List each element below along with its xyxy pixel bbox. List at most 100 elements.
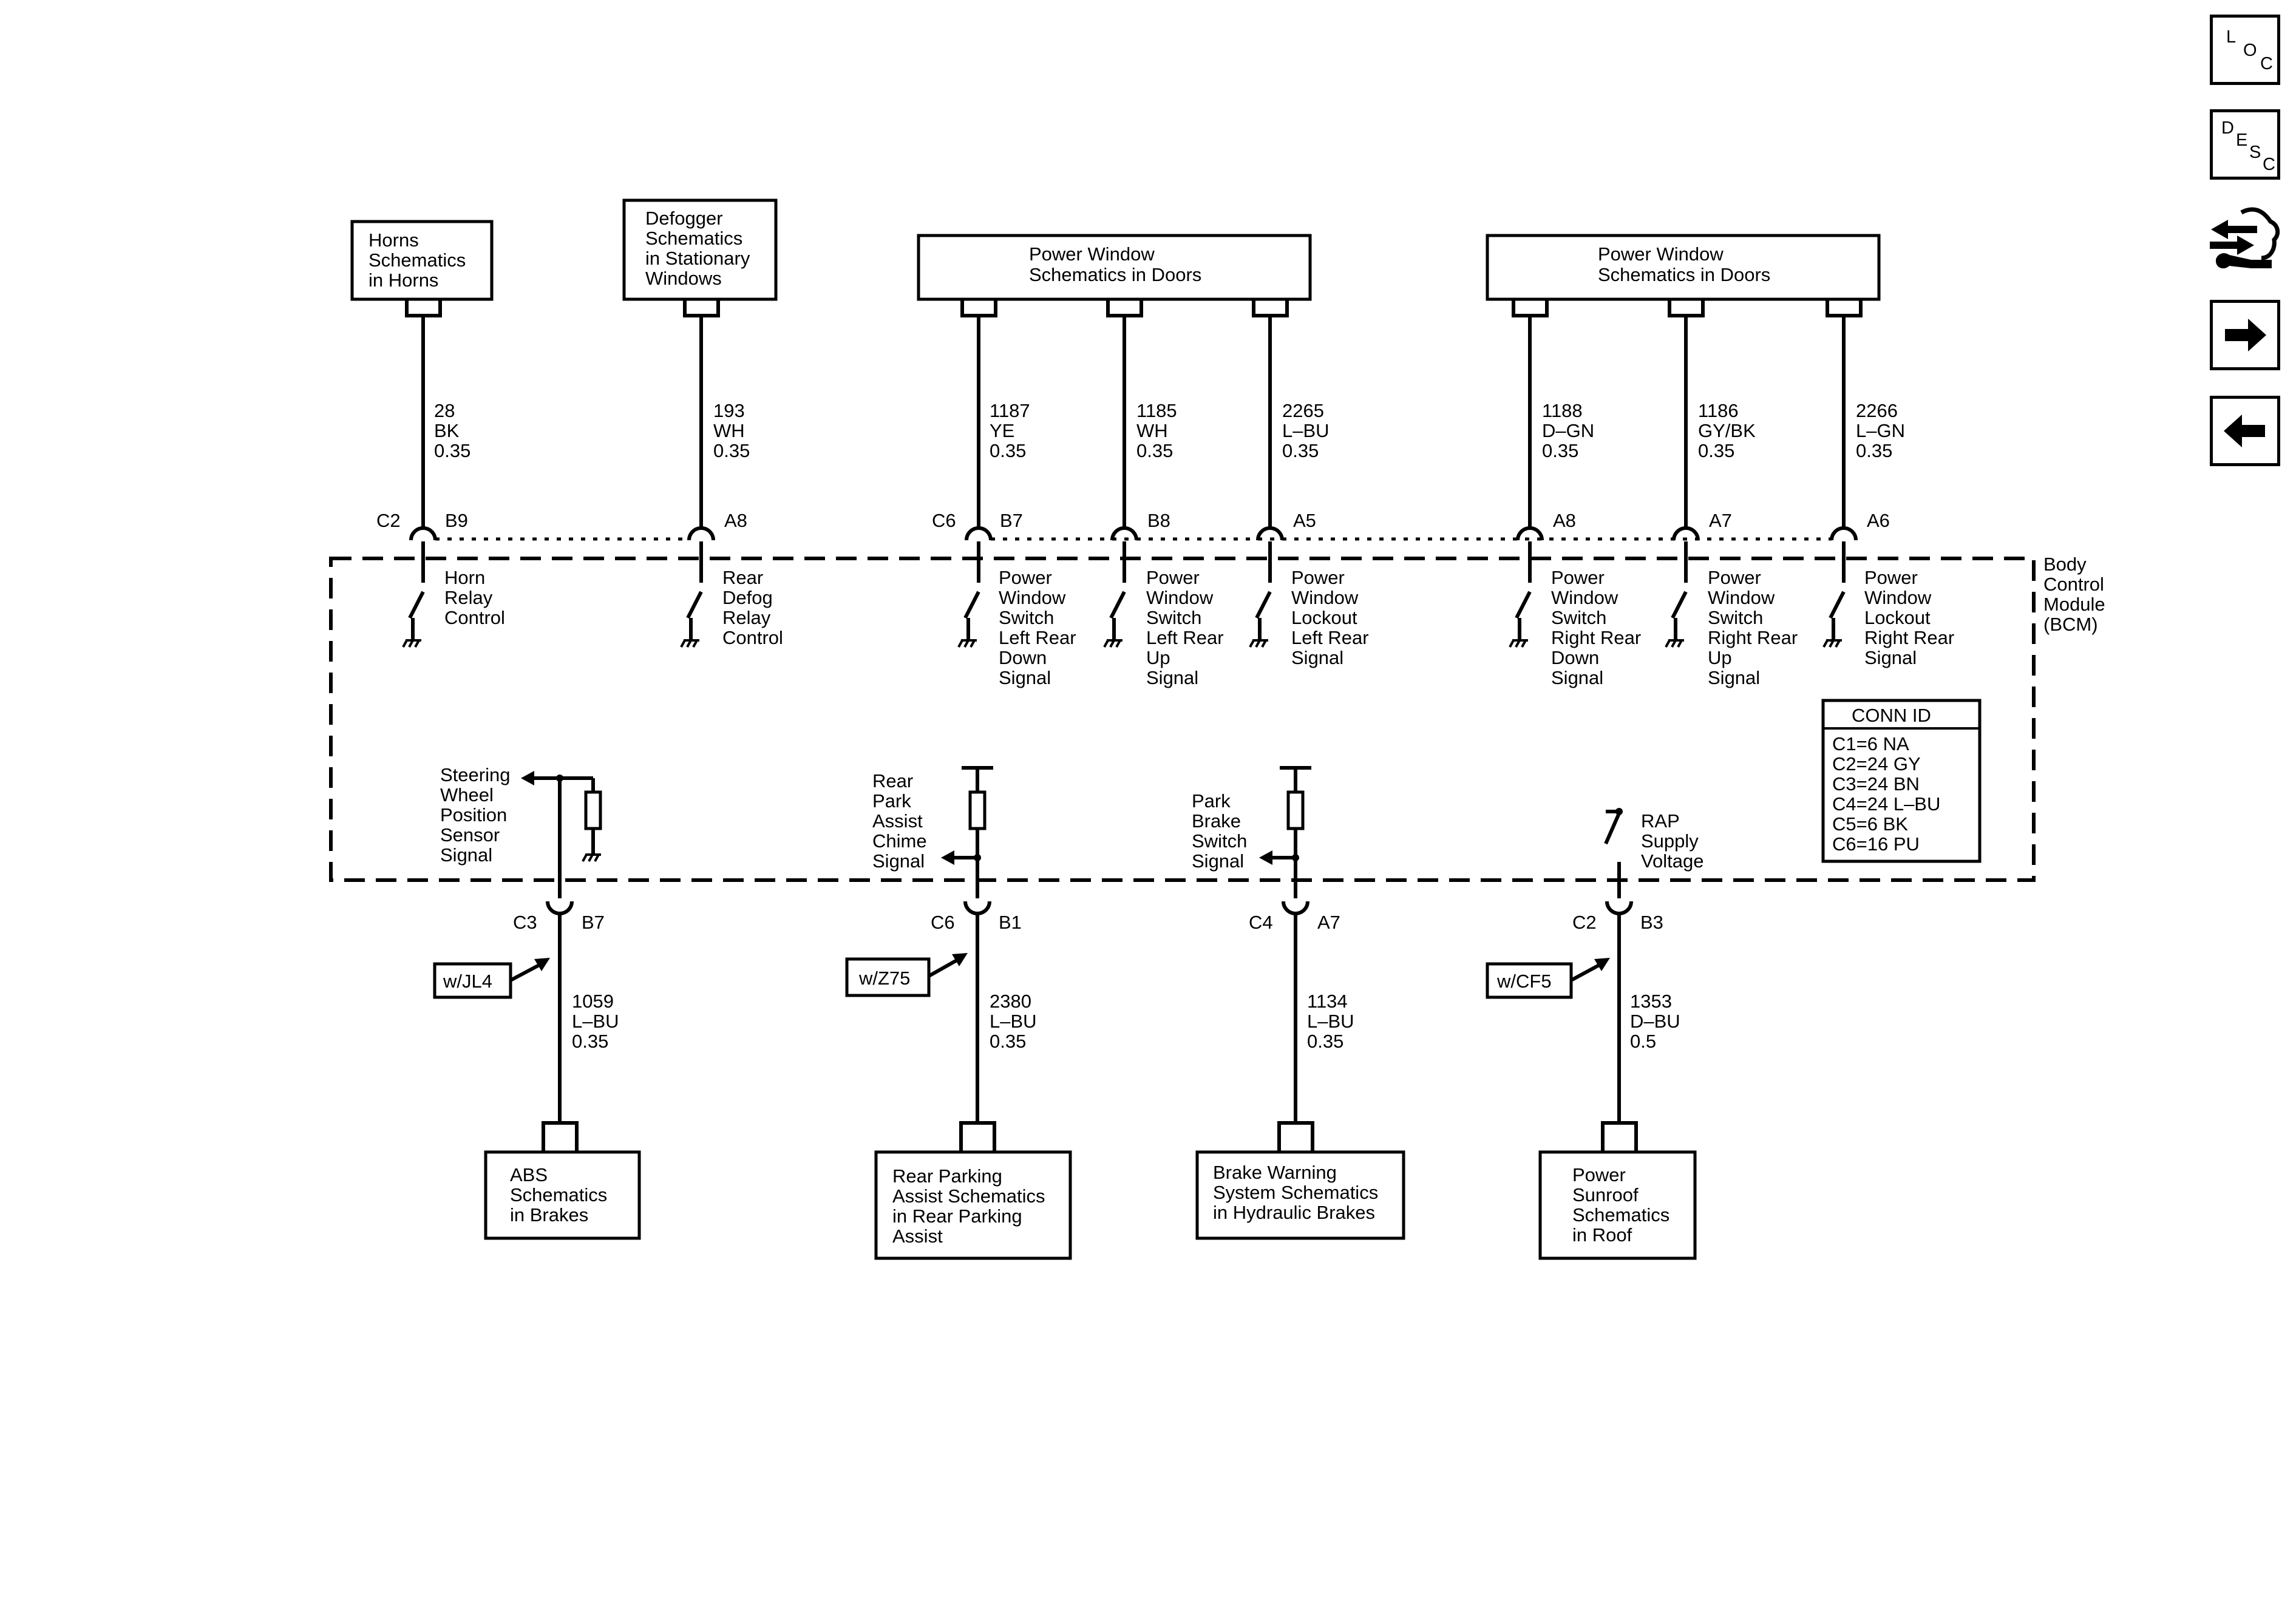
power-window-schematics-left-box[interactable]: Power Window Schematics in Doors <box>917 234 1312 301</box>
svg-text:B8: B8 <box>1147 510 1170 531</box>
svg-text:0.35: 0.35 <box>1542 440 1578 461</box>
svg-text:Power: Power <box>1864 567 1918 588</box>
bottom-connector-brackets <box>542 1121 1638 1152</box>
svg-text:Up: Up <box>1146 647 1170 668</box>
svg-text:Sensor: Sensor <box>440 824 500 846</box>
brake-warning-schematics-box[interactable]: Brake Warning System Schematics in Hydra… <box>1195 1150 1405 1240</box>
svg-text:in Hydraulic Brakes: in Hydraulic Brakes <box>1213 1202 1375 1223</box>
svg-text:Horn: Horn <box>444 567 485 588</box>
bcm-label: Body Control Module (BCM) <box>2043 554 2105 635</box>
svg-text:RAP: RAP <box>1641 810 1680 832</box>
next-page-button[interactable] <box>2210 300 2280 370</box>
loc-button[interactable]: L O C <box>2210 15 2280 85</box>
svg-text:C1=6 NA: C1=6 NA <box>1832 733 1909 754</box>
steering-wheel-sensor-circuit <box>521 771 602 898</box>
wire-label-1059: 1059 L–BU 0.35 <box>572 991 619 1052</box>
svg-text:Sunroof: Sunroof <box>1572 1184 1639 1205</box>
top-wires <box>421 316 1846 528</box>
desc-letter-c: C <box>2263 155 2275 174</box>
svg-text:Right Rear: Right Rear <box>1708 627 1798 648</box>
loc-letter-c: C <box>2260 54 2273 73</box>
svg-text:Signal: Signal <box>1146 667 1198 688</box>
option-tag-jl4: w/JL4 <box>433 958 550 999</box>
top-connector-brackets <box>405 299 1863 317</box>
svg-text:D–GN: D–GN <box>1542 420 1594 441</box>
function-label-lr-lockout: Power Window Lockout Left Rear Signal <box>1291 567 1369 668</box>
svg-text:A8: A8 <box>724 510 747 531</box>
svg-text:1134: 1134 <box>1307 991 1348 1012</box>
switch-lr-lockout <box>1249 541 1272 648</box>
svg-text:Body: Body <box>2043 554 2087 575</box>
svg-text:Window: Window <box>1551 587 1618 608</box>
svg-text:A7: A7 <box>1317 912 1340 933</box>
svg-text:w/Z75: w/Z75 <box>858 968 910 989</box>
svg-text:WH: WH <box>1136 420 1168 441</box>
svg-text:L–BU: L–BU <box>990 1011 1037 1032</box>
switch-rr-lockout <box>1822 541 1846 648</box>
svg-text:1186: 1186 <box>1698 400 1739 421</box>
svg-text:Power: Power <box>999 567 1052 588</box>
horns-schematics-box[interactable]: Horns Schematics in Horns <box>350 220 494 301</box>
svg-text:Power Window: Power Window <box>1598 243 1724 265</box>
svg-text:L–BU: L–BU <box>1307 1011 1354 1032</box>
svg-text:C2: C2 <box>376 510 401 531</box>
wire-label-1353: 1353 D–BU 0.5 <box>1630 991 1680 1052</box>
svg-text:WH: WH <box>713 420 745 441</box>
svg-text:C5=6 BK: C5=6 BK <box>1832 813 1908 835</box>
svg-text:Switch: Switch <box>999 607 1054 628</box>
option-tag-z75: w/Z75 <box>845 953 968 997</box>
svg-text:0.5: 0.5 <box>1630 1031 1656 1052</box>
svg-text:in Roof: in Roof <box>1572 1224 1632 1246</box>
power-sunroof-schematics-box[interactable]: Power Sunroof Schematics in Roof <box>1538 1150 1697 1260</box>
svg-text:Down: Down <box>1551 647 1599 668</box>
svg-text:A5: A5 <box>1293 510 1316 531</box>
previous-page-button[interactable] <box>2210 396 2280 466</box>
svg-text:Signal: Signal <box>1708 667 1760 688</box>
abs-schematics-box[interactable]: ABS Schematics in Brakes <box>484 1150 641 1240</box>
bottom-wires <box>558 914 1621 1123</box>
rear-parking-assist-schematics-box[interactable]: Rear Parking Assist Schematics in Rear P… <box>874 1150 1072 1260</box>
svg-text:28: 28 <box>434 400 455 421</box>
svg-text:1059: 1059 <box>572 991 614 1012</box>
svg-text:Schematics: Schematics <box>645 228 742 249</box>
svg-text:Position: Position <box>440 804 507 825</box>
svg-text:B7: B7 <box>1000 510 1023 531</box>
svg-text:Relay: Relay <box>444 587 493 608</box>
rap-supply-label: RAP Supply Voltage <box>1641 810 1703 872</box>
svg-text:Rear Parking: Rear Parking <box>892 1165 1002 1187</box>
svg-text:Rear: Rear <box>872 770 913 792</box>
svg-text:Schematics in Doors: Schematics in Doors <box>1029 264 1201 285</box>
svg-text:Schematics: Schematics <box>510 1184 607 1205</box>
svg-text:CONN ID: CONN ID <box>1852 705 1931 726</box>
desc-letter-d: D <box>2221 118 2234 138</box>
component-tool-button[interactable] <box>2204 200 2283 279</box>
svg-text:B1: B1 <box>999 912 1022 933</box>
svg-text:1353: 1353 <box>1630 991 1672 1012</box>
steering-wheel-sensor-label: Steering Wheel Position Sensor Signal <box>440 764 510 866</box>
park-brake-switch-circuit <box>1259 766 1311 898</box>
svg-text:0.35: 0.35 <box>990 440 1026 461</box>
svg-text:Brake Warning: Brake Warning <box>1213 1162 1337 1183</box>
defogger-schematics-box[interactable]: Defogger Schematics in Stationary Window… <box>622 198 778 301</box>
svg-text:Switch: Switch <box>1192 830 1247 852</box>
svg-text:Power: Power <box>1291 567 1345 588</box>
function-label-rr-up: Power Window Switch Right Rear Up Signal <box>1708 567 1798 688</box>
svg-text:Left Rear: Left Rear <box>999 627 1076 648</box>
internal-switches <box>402 541 1846 648</box>
function-label-rr-down: Power Window Switch Right Rear Down Sign… <box>1551 567 1641 688</box>
svg-text:2265: 2265 <box>1282 400 1324 421</box>
svg-text:B3: B3 <box>1640 912 1663 933</box>
power-window-schematics-right-box[interactable]: Power Window Schematics in Doors <box>1486 234 1881 301</box>
svg-text:C6=16 PU: C6=16 PU <box>1832 833 1920 855</box>
option-tag-cf5: w/CF5 <box>1486 958 1610 999</box>
svg-text:0.35: 0.35 <box>434 440 470 461</box>
svg-text:2266: 2266 <box>1856 400 1898 421</box>
wire-label-193: 193 WH 0.35 <box>713 400 750 461</box>
desc-button[interactable]: D E S C <box>2210 109 2280 180</box>
svg-text:Windows: Windows <box>645 268 722 289</box>
svg-text:0.35: 0.35 <box>1856 440 1892 461</box>
switch-lr-down <box>957 541 980 648</box>
svg-text:Signal: Signal <box>440 844 492 866</box>
switch-rr-up <box>1665 541 1688 648</box>
svg-text:Signal: Signal <box>1192 850 1244 872</box>
